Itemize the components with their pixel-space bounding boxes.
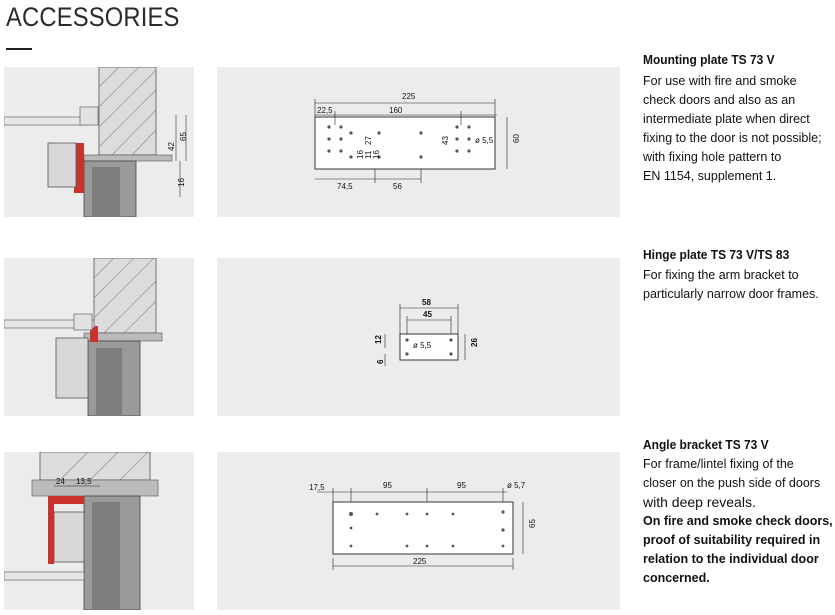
angle-bracket-plan-svg: 17,5 95 95 ø 5,7 65 225 bbox=[309, 481, 537, 570]
hinge-plate-red bbox=[90, 326, 98, 342]
wall-block bbox=[39, 452, 151, 481]
desc-line-bold: concerned. bbox=[643, 571, 710, 585]
desc-line-bold: relation to the individual door bbox=[643, 552, 819, 566]
frame-inner bbox=[92, 502, 120, 610]
arm bbox=[4, 319, 95, 329]
frame-inner bbox=[92, 167, 120, 217]
desc-line: intermediate plate when direct bbox=[643, 112, 810, 126]
dim-24: 24 bbox=[56, 477, 65, 486]
desc-line: For use with fire and smoke bbox=[643, 74, 797, 88]
desc-line: check doors and also as an bbox=[643, 93, 796, 107]
title-rule bbox=[6, 48, 32, 50]
desc-line-bold: proof of suitability required in bbox=[643, 533, 821, 547]
wall-block bbox=[98, 67, 157, 156]
dim-160: 160 bbox=[389, 106, 403, 115]
mounting-plate-title: Mounting plate TS 73 V bbox=[643, 52, 775, 67]
desc-line: with fixing hole pattern to bbox=[643, 150, 782, 164]
page-title: ACCESSORIES bbox=[6, 2, 180, 32]
dim-65: 65 bbox=[179, 132, 188, 141]
arm-shoe bbox=[73, 313, 93, 331]
mounting-plate-description: For use with fire and smoke check doors … bbox=[643, 72, 822, 186]
dim-hole: ø 5,5 bbox=[413, 341, 432, 350]
angle-bracket-description: For frame/lintel fixing of the closer on… bbox=[643, 455, 833, 588]
hinge-plate-title: Hinge plate TS 73 V/TS 83 bbox=[643, 247, 790, 262]
angle-bracket-plan-view: 17,5 95 95 ø 5,7 65 225 bbox=[217, 452, 620, 610]
closer-body bbox=[47, 142, 77, 188]
dim-27: 27 bbox=[364, 136, 373, 145]
wall-block bbox=[93, 258, 157, 334]
dim-60: 60 bbox=[512, 134, 521, 143]
desc-line: EN 1154, supplement 1. bbox=[643, 169, 777, 183]
angle-bracket-side-view: 24 13,5 bbox=[4, 452, 194, 610]
dim-45: 45 bbox=[423, 310, 432, 319]
closer-body bbox=[55, 337, 89, 399]
desc-line: For frame/lintel fixing of the bbox=[643, 457, 794, 471]
mounting-plate-side-svg: 42 65 16 bbox=[4, 67, 188, 217]
desc-line: fixing to the door is not possible; bbox=[643, 131, 822, 145]
plate-holes bbox=[327, 125, 471, 159]
dim-17-5: 17,5 bbox=[309, 483, 325, 492]
desc-line-large: with deep reveals. bbox=[643, 494, 756, 510]
dim-56: 56 bbox=[393, 182, 402, 191]
plate-outline bbox=[314, 116, 496, 170]
mounting-plate-side-view: 42 65 16 bbox=[4, 67, 194, 217]
dim-225: 225 bbox=[413, 557, 427, 566]
hinge-plate-outline bbox=[399, 333, 459, 361]
lintel bbox=[31, 479, 159, 497]
bracket-holes bbox=[349, 510, 505, 548]
dim-6: 6 bbox=[376, 359, 385, 364]
dim-12: 12 bbox=[374, 335, 383, 344]
mounting-plate-red bbox=[74, 143, 84, 193]
dim-hole-5-7: ø 5,7 bbox=[507, 481, 526, 490]
hinge-plate-plan-view: 58 45 ø 5,5 12 6 26 bbox=[217, 258, 620, 416]
desc-line: particularly narrow door frames. bbox=[643, 287, 819, 301]
dim-95-b: 95 bbox=[457, 481, 466, 490]
lintel bbox=[83, 154, 173, 162]
closer-body bbox=[53, 511, 85, 563]
dim-13-5: 13,5 bbox=[76, 477, 92, 486]
angle-bracket-title: Angle bracket TS 73 V bbox=[643, 437, 769, 452]
angle-bracket-side-svg: 24 13,5 bbox=[4, 452, 159, 610]
dim-95-a: 95 bbox=[383, 481, 392, 490]
desc-line-bold: On fire and smoke check doors, bbox=[643, 514, 833, 528]
hinge-plate-description: For fixing the arm bracket to particular… bbox=[643, 266, 819, 304]
dim-58: 58 bbox=[422, 298, 431, 307]
dim-74-5: 74,5 bbox=[337, 182, 353, 191]
angle-bracket-red-side bbox=[48, 504, 54, 564]
dim-65: 65 bbox=[528, 519, 537, 528]
arm bbox=[4, 571, 85, 581]
desc-line: For fixing the arm bracket to bbox=[643, 268, 799, 282]
mounting-plate-plan-svg: 225 22,5 160 16 11 16 27 43 ø 5,5 60 74,… bbox=[314, 92, 521, 191]
dim-hole-5-5: ø 5,5 bbox=[475, 136, 494, 145]
dim-43: 43 bbox=[441, 136, 450, 145]
hinge-plate-plan-svg: 58 45 ø 5,5 12 6 26 bbox=[374, 298, 479, 366]
bracket-outline bbox=[332, 501, 514, 555]
dim-22-5: 22,5 bbox=[317, 106, 333, 115]
hinge-holes bbox=[405, 338, 453, 356]
arm-shoe bbox=[79, 106, 99, 126]
mounting-plate-plan-view: 225 22,5 160 16 11 16 27 43 ø 5,5 60 74,… bbox=[217, 67, 620, 217]
frame-inner bbox=[96, 348, 122, 416]
hinge-plate-side-svg bbox=[4, 258, 163, 416]
dim-26: 26 bbox=[470, 338, 479, 347]
dim-225: 225 bbox=[402, 92, 416, 101]
dim-16-a: 16 bbox=[356, 150, 365, 159]
dim-16: 16 bbox=[177, 178, 186, 187]
dim-42: 42 bbox=[167, 142, 176, 151]
angle-bracket-red-top bbox=[48, 496, 84, 504]
desc-line: closer on the push side of doors bbox=[643, 476, 821, 490]
hinge-plate-side-view bbox=[4, 258, 194, 416]
dim-16-b: 16 bbox=[372, 150, 381, 159]
dim-11: 11 bbox=[364, 150, 373, 159]
arm bbox=[4, 116, 89, 126]
